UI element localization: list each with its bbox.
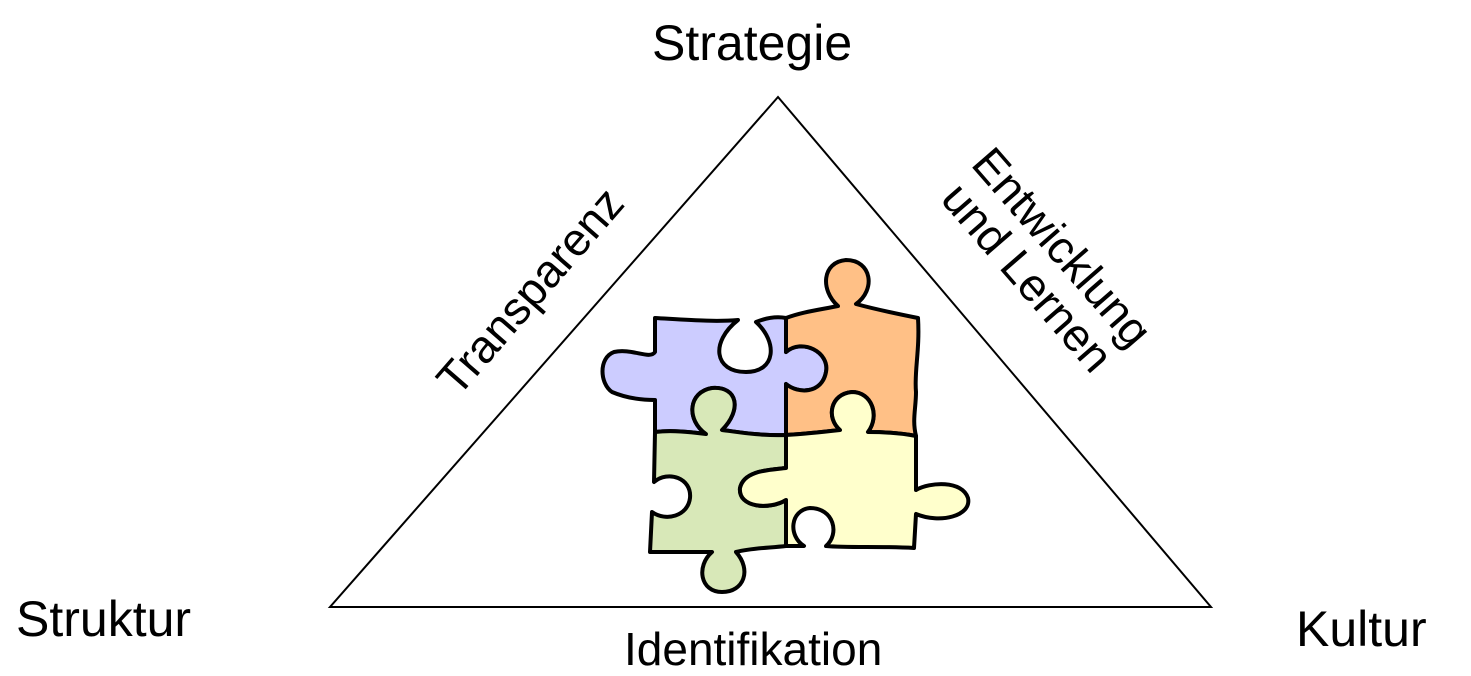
vertex-label-strategie: Strategie [652,15,853,71]
vertex-label-struktur: Struktur [16,591,192,647]
puzzle-piece-bottom-right [738,390,971,550]
triangle [327,95,1214,608]
edge-label-identifikation: Identifikation [624,623,883,675]
puzzle [600,258,971,594]
vertex-label-kultur: Kultur [1296,601,1427,657]
